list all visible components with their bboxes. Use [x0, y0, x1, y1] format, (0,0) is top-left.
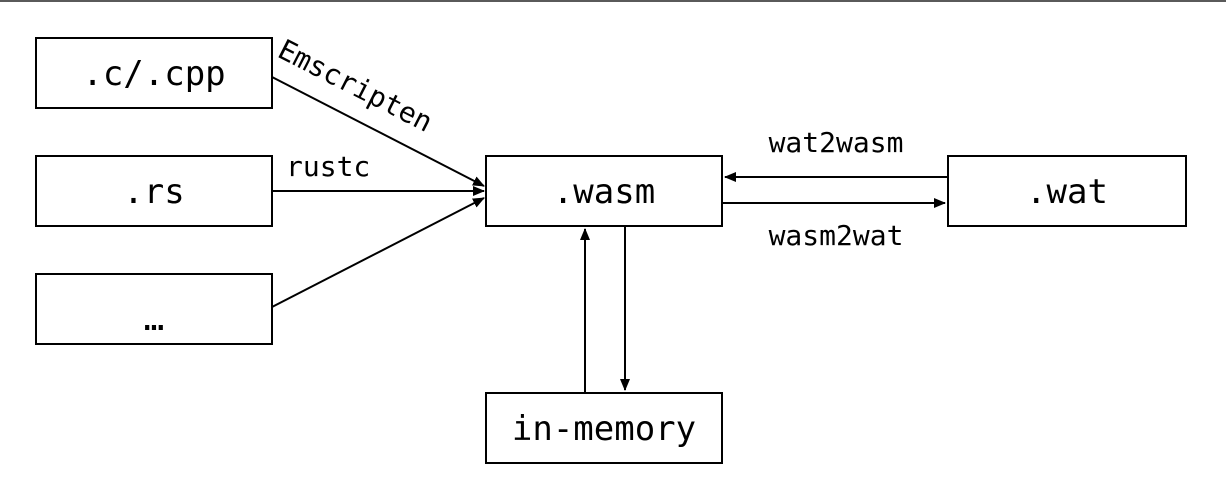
node-rs-label: .rs [123, 172, 184, 212]
edge-emscripten [271, 76, 485, 187]
node-in-memory: in-memory [485, 392, 723, 464]
node-wasm-label: .wasm [553, 172, 655, 212]
edge-more [271, 197, 485, 308]
node-in-memory-label: in-memory [512, 409, 696, 449]
edge-wasm2wat-label: wasm2wat [769, 219, 904, 252]
node-wasm: .wasm [485, 155, 723, 227]
node-c-cpp-label: .c/.cpp [82, 54, 225, 94]
edge-wat2wasm-label: wat2wasm [769, 126, 904, 159]
node-rs: .rs [35, 155, 273, 227]
node-wat-label: .wat [1026, 172, 1108, 212]
node-c-cpp: .c/.cpp [35, 37, 273, 109]
edge-emscripten-label: Emscripten [273, 33, 438, 139]
node-more: … [35, 273, 273, 345]
node-more-label: … [144, 299, 164, 339]
node-wat: .wat [947, 155, 1187, 227]
edge-rustc-label: rustc [286, 150, 370, 183]
